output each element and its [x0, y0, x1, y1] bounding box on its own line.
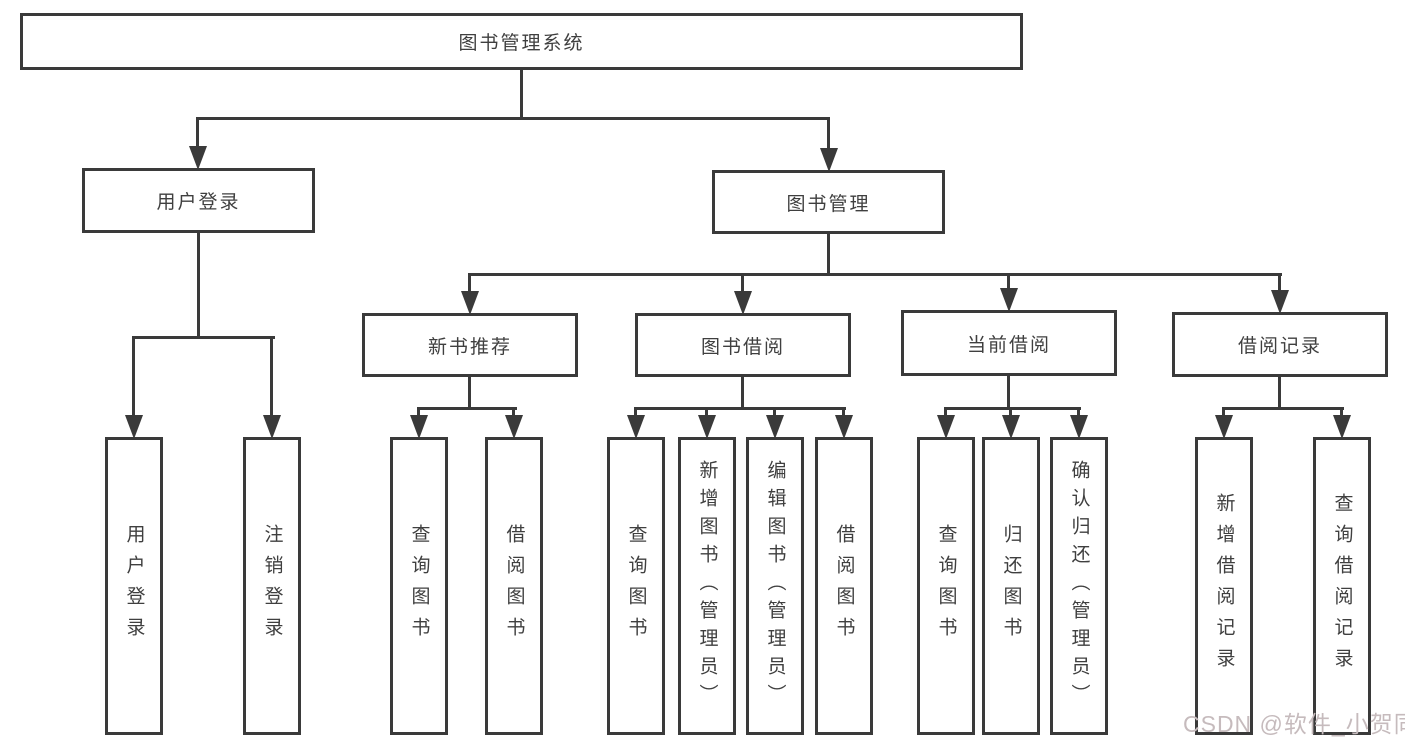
node-user-login-label: 用户登录 [156, 192, 241, 213]
leaf-logout-login-label: 注销登录 [261, 524, 283, 648]
arrowhead-down-icon [1002, 415, 1020, 439]
connector-line [418, 407, 517, 410]
csdn-watermark: CSDN @软件_小贺同学 [1183, 711, 1405, 737]
connector-line [197, 117, 830, 120]
arrowhead-down-icon [820, 148, 838, 172]
arrowhead-down-icon [835, 415, 853, 439]
leaf-current-return-books: 归还图书 [982, 437, 1040, 735]
node-borrowing-records: 借阅记录 [1172, 312, 1388, 377]
node-new-book-recommend-label: 新书推荐 [427, 336, 512, 358]
connector-line [270, 336, 273, 419]
leaf-rec-query-books-label: 查询图书 [408, 524, 430, 648]
connector-line [944, 407, 947, 419]
leaf-borrow-query-books-label: 查询图书 [625, 524, 647, 648]
connector-line [468, 377, 471, 410]
leaf-user-login-label: 用户登录 [123, 524, 145, 648]
node-book-management-label: 图书管理 [786, 193, 871, 215]
connector-line [132, 336, 135, 419]
connector-line [1222, 407, 1225, 419]
arrowhead-down-icon [1000, 288, 1018, 312]
connector-line [1278, 377, 1281, 410]
leaf-current-query-books-label: 查询图书 [935, 524, 957, 648]
leaf-current-query-books: 查询图书 [917, 437, 975, 735]
node-library-system-label: 图书管理系统 [458, 33, 585, 54]
leaf-borrow-add-books-admin: 新增图书（管理员） [678, 437, 736, 735]
connector-line [197, 233, 200, 339]
arrowhead-down-icon [766, 415, 784, 439]
connector-line [635, 407, 846, 410]
leaf-borrow-add-books-admin-label: 新增图书（管理员） [696, 460, 718, 712]
arrowhead-down-icon [698, 415, 716, 439]
connector-line [634, 407, 637, 419]
leaf-records-query-record: 查询借阅记录 [1313, 437, 1371, 735]
arrowhead-down-icon [410, 415, 428, 439]
arrowhead-down-icon [1271, 290, 1289, 314]
arrowhead-down-icon [1215, 415, 1233, 439]
connector-line [469, 273, 1282, 276]
arrowhead-down-icon [505, 415, 523, 439]
arrowhead-down-icon [461, 291, 479, 315]
arrowhead-down-icon [263, 415, 281, 439]
connector-line [741, 273, 744, 295]
connector-line [1223, 407, 1344, 410]
node-user-login: 用户登录 [82, 168, 315, 233]
connector-line [133, 336, 275, 339]
connector-line [705, 407, 708, 419]
node-library-system: 图书管理系统 [20, 13, 1023, 70]
leaf-borrow-edit-books-admin-label: 编辑图书（管理员） [764, 460, 786, 712]
arrowhead-down-icon [1070, 415, 1088, 439]
arrowhead-down-icon [125, 415, 143, 439]
node-current-borrowing-label: 当前借阅 [966, 334, 1051, 356]
connector-line [945, 407, 1081, 410]
connector-line [741, 377, 744, 410]
arrowhead-down-icon [937, 415, 955, 439]
connector-line [196, 117, 199, 150]
arrowhead-down-icon [734, 291, 752, 315]
leaf-logout-login: 注销登录 [243, 437, 301, 735]
connector-line [468, 273, 471, 295]
connector-line [827, 117, 830, 152]
node-book-borrowing-label: 图书借阅 [700, 336, 785, 358]
arrowhead-down-icon [1333, 415, 1351, 439]
leaf-records-add-record: 新增借阅记录 [1195, 437, 1253, 735]
connector-line [1007, 273, 1010, 292]
leaf-records-add-record-label: 新增借阅记录 [1213, 493, 1235, 679]
node-current-borrowing: 当前借阅 [901, 310, 1117, 376]
leaf-rec-borrow-books-label: 借阅图书 [503, 524, 525, 648]
leaf-user-login: 用户登录 [105, 437, 163, 735]
leaf-borrow-query-books: 查询图书 [607, 437, 665, 735]
node-borrowing-records-label: 借阅记录 [1237, 336, 1322, 357]
connector-line [1009, 407, 1012, 419]
leaf-rec-query-books: 查询图书 [390, 437, 448, 735]
connector-line [520, 69, 523, 117]
leaf-rec-borrow-books: 借阅图书 [485, 437, 543, 735]
connector-line [417, 407, 420, 419]
leaf-current-confirm-return-admin-label: 确认归还（管理员） [1068, 460, 1090, 712]
arrowhead-down-icon [627, 415, 645, 439]
connector-line [512, 407, 515, 419]
leaf-current-confirm-return-admin: 确认归还（管理员） [1050, 437, 1108, 735]
connector-line [1007, 376, 1010, 410]
leaf-borrow-borrow-books: 借阅图书 [815, 437, 873, 735]
connector-line [827, 234, 830, 276]
node-new-book-recommend: 新书推荐 [362, 313, 578, 377]
leaf-borrow-borrow-books-label: 借阅图书 [833, 524, 855, 648]
connector-line [1077, 407, 1080, 419]
leaf-records-query-record-label: 查询借阅记录 [1331, 493, 1353, 679]
leaf-current-return-books-label: 归还图书 [1000, 524, 1022, 648]
connector-line [773, 407, 776, 419]
connector-line [1340, 407, 1343, 419]
arrowhead-down-icon [189, 146, 207, 170]
node-book-borrowing: 图书借阅 [635, 313, 851, 377]
connector-line [842, 407, 845, 419]
connector-line [1278, 273, 1281, 294]
node-book-management: 图书管理 [712, 170, 945, 234]
leaf-borrow-edit-books-admin: 编辑图书（管理员） [746, 437, 804, 735]
